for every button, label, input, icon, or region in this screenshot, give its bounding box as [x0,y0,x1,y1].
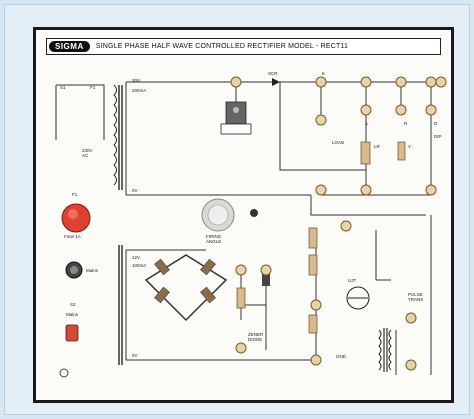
corner-screw [59,368,69,378]
aux-transformer [118,245,123,365]
board-title: SINGLE PHASE HALF WAVE CONTROLLED RECTIF… [95,43,349,50]
label-pulse-trans: PULSE TRANS [408,292,424,302]
trainer-board: SIGMA SINGLE PHASE HALF WAVE CONTROLLED … [33,27,454,403]
label-dip: DIP [434,134,442,139]
label-d: D [434,121,438,126]
label-12v: 12V [132,255,141,260]
screenshot-frame: SIGMA SINGLE PHASE HALF WAVE CONTROLLED … [4,4,470,415]
scr-symbol [272,78,280,86]
label-mains-indicator: Mains [86,268,99,273]
zener-body [262,270,270,286]
fuse-button[interactable] [61,203,91,233]
label-mains-switch: Mains [66,312,79,317]
label-firing-angle: FIRING ANGLE [206,234,222,244]
mains-indicator [65,261,83,279]
label-gnd: GND [336,354,346,359]
label-zener: ZENER DIODE [248,332,264,342]
label-0v-bot: 0V [132,353,138,358]
scr-device [220,101,252,135]
label-mains-voltage: 230V AC [82,148,93,158]
label-s2: S2 [70,302,76,307]
bridge-rectifier [144,254,228,322]
label-load: LOAD [332,140,345,145]
label-30v: 30V [132,78,141,83]
ujt-device [346,286,370,310]
label-fuse-caption: Fuse 1A [64,234,81,239]
label-ujt: UJT [348,278,357,283]
circuit-diagram [55,76,447,378]
label-200ma: 200mA [132,88,147,93]
label-r: R [404,121,408,126]
pulse-transformer [378,328,392,372]
label-lr: LR [374,144,380,149]
label-scr: SCR [268,71,278,76]
label-0v-top: 0V [132,188,138,193]
firing-angle-pot[interactable] [201,198,235,232]
label-100ma: 100mA [132,263,147,268]
pot-indicator [250,209,258,217]
test-points[interactable] [230,76,447,371]
label-fuse: F1 [72,192,78,197]
label-f1-top: F1 [90,85,96,90]
label-v: V [408,144,412,149]
label-l: L [366,121,369,126]
mains-switch[interactable] [65,324,79,342]
label-s1: S1 [60,85,66,90]
resistors [236,141,406,334]
main-transformer [113,84,123,190]
brand-logo: SIGMA [49,41,90,52]
title-bar: SIGMA SINGLE PHASE HALF WAVE CONTROLLED … [46,38,441,55]
label-k: K [322,71,326,76]
